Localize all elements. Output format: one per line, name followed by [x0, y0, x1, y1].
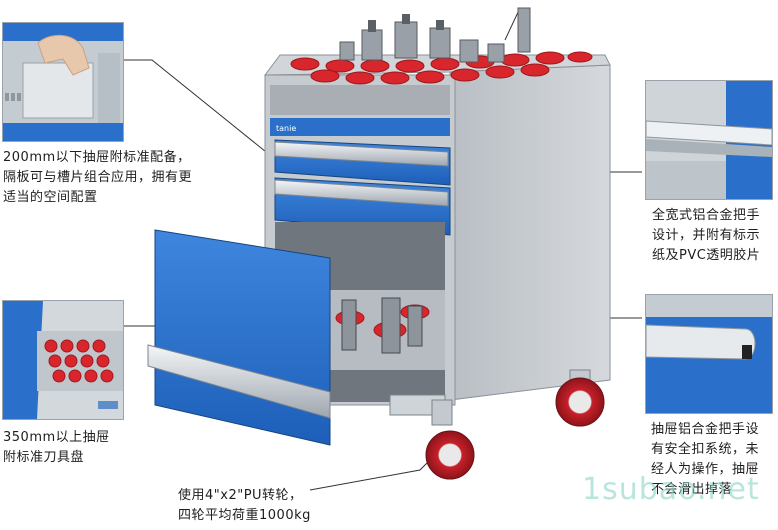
watermark: 1subao.net — [582, 472, 760, 507]
divider-inset-photo — [2, 22, 124, 142]
caption-line: 设计，并附有标示 — [652, 228, 761, 243]
caption-safety-lock: 抽屉铝合金把手设 有安全扣系统，未 经人为操作，抽屉 不会滑出掉落 — [651, 420, 759, 500]
tool-cabinet-illustration: tanie — [147, 7, 611, 480]
safety-lock-inset-photo — [645, 294, 773, 414]
tooltray-inset-photo — [2, 300, 124, 420]
caption-line: 350mm以上抽屉 — [3, 430, 110, 445]
brand-label: tanie — [276, 124, 296, 133]
caption-line: 四轮平均荷重1000kg — [178, 508, 311, 523]
caption-line: 有安全扣系统，未 — [651, 442, 760, 457]
caption-line: 抽屉铝合金把手设 — [651, 422, 760, 437]
caption-caster: 使用4"x2"PU转轮， 四轮平均荷重1000kg — [178, 486, 311, 526]
caption-line: 不会滑出掉落 — [651, 482, 733, 497]
caption-line: 附标准刀具盘 — [3, 450, 85, 465]
leader-line-divider — [122, 59, 277, 161]
caption-handle: 全宽式铝合金把手 设计，并附有标示 纸及PVC透明胶片 — [652, 206, 760, 266]
caption-line: 全宽式铝合金把手 — [652, 208, 761, 223]
caption-tooltray: 350mm以上抽屉 附标准刀具盘 — [3, 428, 110, 468]
caption-divider: 200mm以下抽屉附标准配备， 隔板可与槽片组合应用，拥有更 适当的空间配置 — [3, 148, 192, 208]
caption-line: 隔板可与槽片组合应用，拥有更 — [3, 170, 193, 185]
caption-line: 200mm以下抽屉附标准配备， — [3, 150, 191, 165]
caption-line: 经人为操作，抽屉 — [651, 462, 760, 477]
handle-inset-photo — [645, 80, 773, 200]
caption-line: 使用4"x2"PU转轮， — [178, 488, 303, 503]
caption-line: 适当的空间配置 — [3, 190, 98, 205]
caption-line: 纸及PVC透明胶片 — [652, 248, 761, 263]
